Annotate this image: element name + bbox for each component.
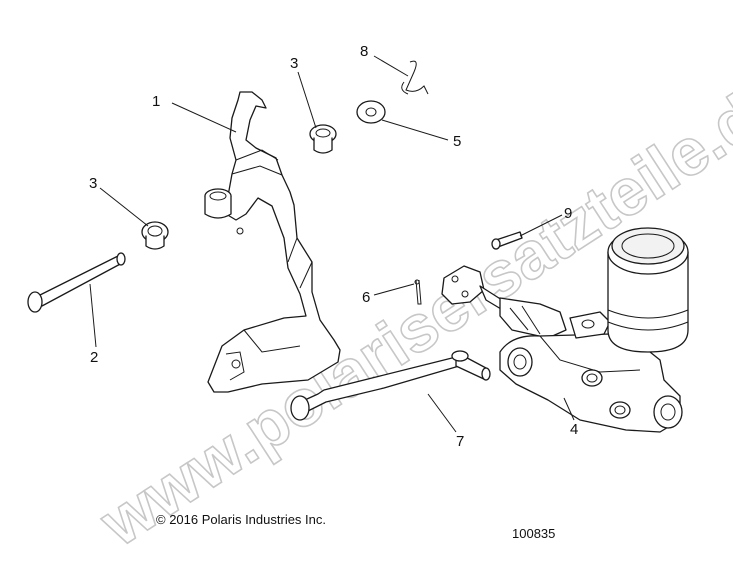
callout-9: 9 [564, 205, 572, 222]
pivot-pin [27, 252, 126, 313]
washer [356, 100, 386, 124]
clevis-pin-rod [290, 350, 491, 421]
callout-4: 4 [570, 421, 578, 438]
hairpin-clip [401, 60, 429, 95]
bushing-left [141, 221, 169, 250]
callout-8: 8 [360, 43, 368, 60]
callout-2: 2 [90, 349, 98, 366]
leader-lines [89, 55, 575, 433]
master-cylinder [441, 227, 689, 433]
cotter-pin [414, 279, 422, 305]
small-pin [491, 231, 523, 250]
figure-number: 100835 [512, 526, 555, 541]
callout-7: 7 [456, 433, 464, 450]
callouts: 1 2 3 3 4 5 6 7 8 9 [89, 43, 578, 450]
callout-1: 1 [152, 93, 160, 110]
callout-3-top: 3 [290, 55, 298, 72]
callout-5: 5 [453, 133, 461, 150]
callout-3-left: 3 [89, 175, 97, 192]
copyright-text: © 2016 Polaris Industries Inc. [156, 512, 326, 527]
brake-pedal [204, 91, 341, 393]
callout-6: 6 [362, 289, 370, 306]
bushing-top [309, 124, 337, 154]
